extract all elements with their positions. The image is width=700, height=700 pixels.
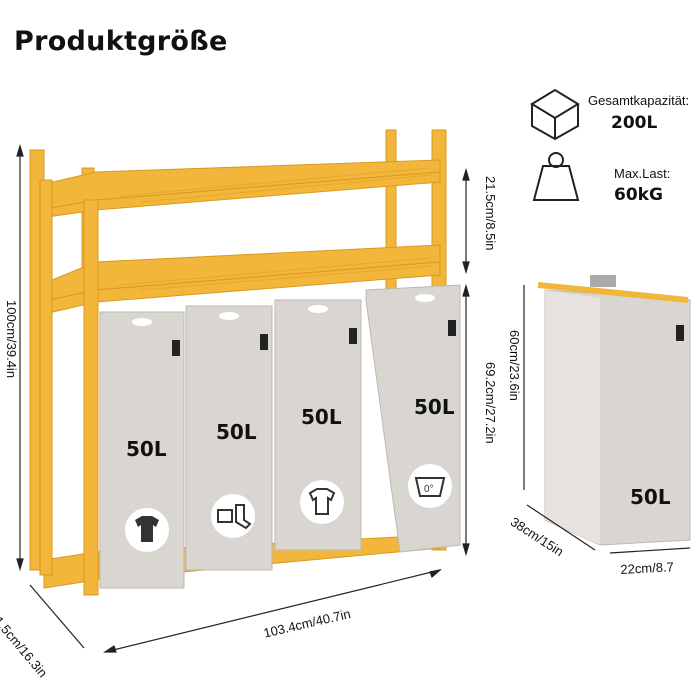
total-height-label: 100cm/39.4in bbox=[4, 300, 19, 379]
capacity-value: 200L bbox=[611, 113, 658, 133]
bin-width-label: 22cm/8.7 bbox=[620, 559, 675, 577]
page-title: Produktgröße bbox=[14, 26, 228, 57]
weight-icon bbox=[532, 152, 580, 201]
socks-underwear-icon bbox=[211, 494, 255, 538]
svg-text:0°: 0° bbox=[424, 484, 434, 495]
shelf-gap-label: 21.5cm/8.5in bbox=[483, 176, 498, 251]
capacity-label: Gesamtkapazität: bbox=[588, 93, 690, 108]
load-label: Max.Last: bbox=[614, 166, 671, 181]
single-bin-label: 50L bbox=[630, 485, 671, 509]
bin-label: 50L bbox=[414, 395, 455, 419]
bin-height-label: 60cm/23.6in bbox=[507, 330, 522, 401]
dimension-lines bbox=[16, 143, 691, 653]
bin-area-height-label: 69.2cm/27.2in bbox=[483, 362, 498, 444]
cube-icon bbox=[530, 88, 580, 141]
bin-label: 50L bbox=[216, 420, 257, 444]
white-shirt-icon bbox=[300, 480, 344, 524]
wash-30-icon: 0° bbox=[408, 464, 452, 508]
load-value: 60kG bbox=[614, 185, 663, 205]
tshirt-icon bbox=[125, 508, 169, 552]
bin-label: 50L bbox=[126, 437, 167, 461]
bin-label: 50L bbox=[301, 405, 342, 429]
single-bin bbox=[537, 275, 691, 546]
